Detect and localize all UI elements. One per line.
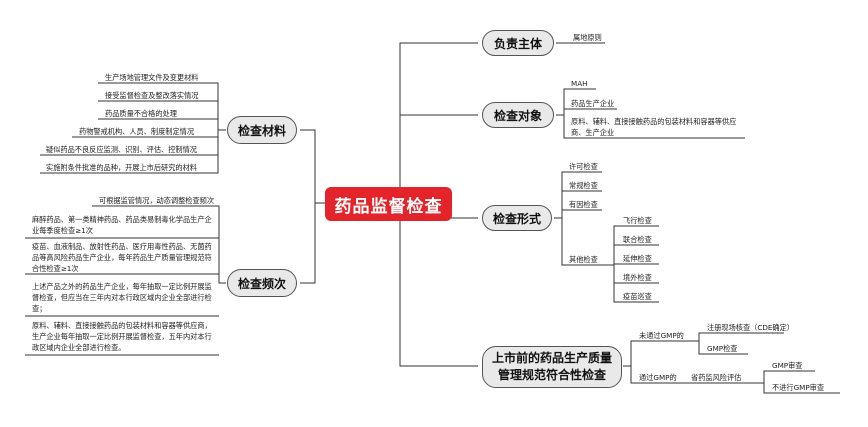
form-other-item: 疫苗巡查 [623,292,652,301]
form-item: 有因检查 [569,200,598,209]
target-item: 药品生产企业 [571,99,615,108]
topic-inspection-frequency: 检查频次 [227,269,297,297]
frequency-item: 疫苗、血液制品、放射性药品、医疗用毒性药品、无菌药品等高风险药品生产企业，每年药… [32,242,212,273]
gmp-passed-sub-label: 省药监风险评估 [691,373,742,382]
materials-item: 接受监督检查及整改落实情况 [105,91,199,100]
materials-item: 疑似药品不良反应监测、识别、评估、控制情况 [46,145,197,154]
form-item: 常规检查 [569,181,598,190]
form-item: 许可检查 [569,162,598,171]
materials-item: 药物警戒机构、人员、制度制定情况 [79,127,195,136]
topic-inspection-target-label: 检查对象 [493,108,542,123]
form-other-item: 境外检查 [623,273,652,282]
topic-premarket-gmp-inspection: 上市前的药品生产质量 管理规范符合性检查 [482,346,622,388]
root-topic-label: 药品监督检查 [334,196,443,217]
subject-item: 属地原则 [573,33,602,42]
target-item: 原料、辅料、直接接触药品的包装材料和容器等供应商、生产企业 [571,117,737,137]
form-other-item: 联合检查 [623,235,652,244]
frequency-item: 麻醉药品、第一类精神药品、药品类易制毒化学品生产企业每季度检查≥1次 [32,215,212,235]
topic-inspection-target: 检查对象 [482,102,554,128]
materials-item: 实施附条件批准的品种，开展上市后研究的材料 [46,163,197,172]
topic-responsible-subject-label: 负责主体 [493,36,542,51]
frequency-item: 上述产品之外的药品生产企业，每年抽取一定比例开展监督检查，但应当在三年内对本行政… [32,282,212,313]
gmp-not-passed-item: 注册现场核查（CDE确定） [707,323,794,332]
gmp-not-passed-item: GMP检查 [707,344,738,353]
gmp-passed-label: 通过GMP的 [639,373,677,382]
form-other-item: 延伸检查 [623,254,652,263]
root-topic: 药品监督检查 [325,187,452,221]
gmp-passed-item: GMP审查 [772,361,803,370]
topic-inspection-materials-label: 检查材料 [237,123,286,138]
materials-item: 生产场地管理文件及变更材料 [105,73,199,82]
form-other-item: 飞行检查 [623,216,652,225]
frequency-item: 原料、辅料、直接接触药品的包装材料和容器等供应商，生产企业每年抽取一定比例开展监… [32,321,212,352]
form-other-label: 其他检查 [569,255,598,264]
frequency-item: 可根据监管情况，动态调整检查频次 [99,196,215,205]
topic-gmp-label-line1: 上市前的药品生产质量 [491,351,612,365]
materials-item: 药品质量不合格的处理 [105,109,177,118]
topic-gmp-label-line2: 管理规范符合性检查 [497,368,606,382]
topic-inspection-materials: 检查材料 [227,116,297,144]
topic-inspection-form-label: 检查形式 [492,211,541,226]
topic-inspection-form: 检查形式 [482,205,552,231]
gmp-not-passed-label: 未通过GMP的 [639,331,684,340]
topic-inspection-frequency-label: 检查频次 [237,276,286,291]
gmp-passed-item: 不进行GMP审查 [772,383,825,392]
topic-responsible-subject: 负责主体 [482,30,554,56]
target-item: MAH [571,79,588,88]
